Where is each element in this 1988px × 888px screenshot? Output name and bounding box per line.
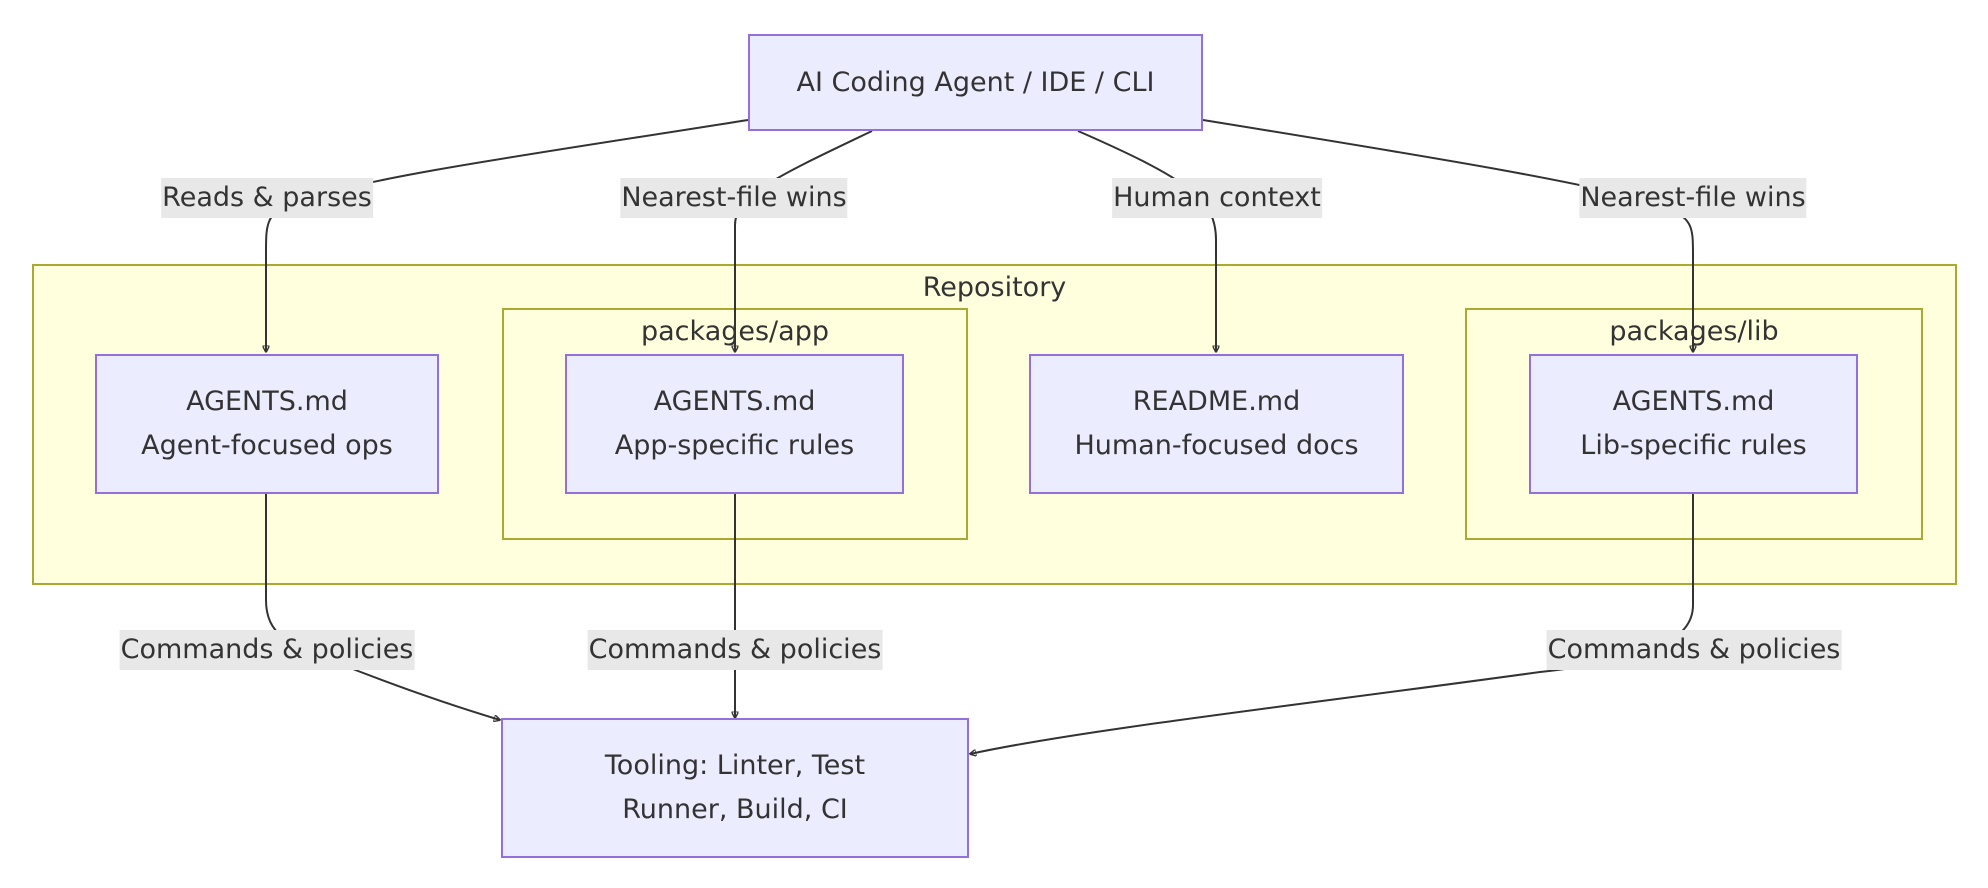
- app-agents-md-node: AGENTS.md App-specific rules: [565, 354, 904, 494]
- edge-label-reads-parses: Reads & parses: [161, 178, 373, 218]
- tooling-node: Tooling: Linter, Test Runner, Build, CI: [501, 718, 969, 858]
- edge-label-nearest-file-app: Nearest-file wins: [620, 178, 848, 218]
- root-agents-md-subtitle: Agent-focused ops: [141, 430, 393, 461]
- readme-md-title: README.md: [1132, 386, 1301, 417]
- readme-md-node: README.md Human-focused docs: [1029, 354, 1404, 494]
- edge-label-commands-app: Commands & policies: [587, 630, 883, 670]
- edge-label-human-context: Human context: [1112, 178, 1322, 218]
- lib-agents-md-node: AGENTS.md Lib-specific rules: [1529, 354, 1858, 494]
- tooling-line-1: Tooling: Linter, Test: [604, 750, 866, 781]
- lib-agents-md-subtitle: Lib-specific rules: [1580, 430, 1807, 461]
- ai-coding-agent-label: AI Coding Agent / IDE / CLI: [796, 66, 1155, 98]
- lib-agents-md-title: AGENTS.md: [1612, 386, 1775, 417]
- root-agents-md-node: AGENTS.md Agent-focused ops: [95, 354, 439, 494]
- repository-cluster-title: Repository: [922, 272, 1067, 303]
- edge-label-nearest-file-lib: Nearest-file wins: [1579, 178, 1807, 218]
- app-agents-md-subtitle: App-specific rules: [614, 430, 855, 461]
- edge-label-commands-root: Commands & policies: [119, 630, 415, 670]
- edge-label-commands-lib: Commands & policies: [1546, 630, 1842, 670]
- packages-app-cluster-title: packages/app: [641, 316, 829, 347]
- packages-lib-cluster-title: packages/lib: [1609, 316, 1779, 347]
- ai-coding-agent-node: AI Coding Agent / IDE / CLI: [748, 34, 1203, 131]
- app-agents-md-title: AGENTS.md: [653, 386, 816, 417]
- readme-md-subtitle: Human-focused docs: [1074, 430, 1359, 461]
- tooling-line-2: Runner, Build, CI: [622, 794, 848, 825]
- root-agents-md-title: AGENTS.md: [186, 386, 348, 417]
